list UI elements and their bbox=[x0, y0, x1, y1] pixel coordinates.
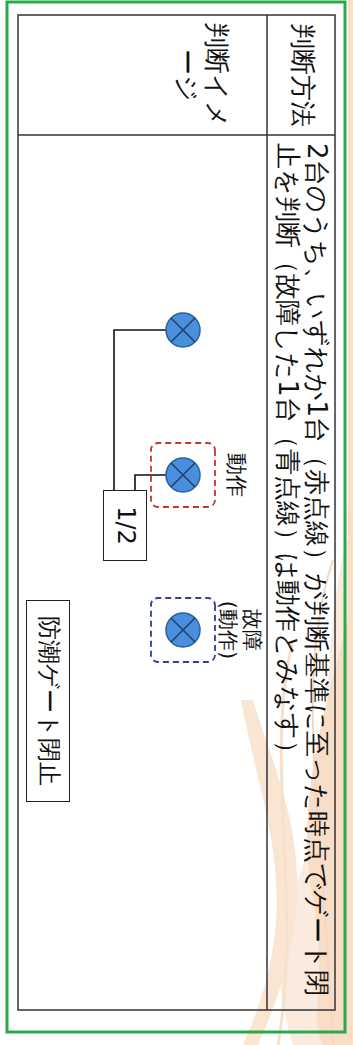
vote-logic-box: 1/2 bbox=[103, 490, 147, 561]
box-text: 1/2 bbox=[111, 506, 139, 545]
red-dashed-box bbox=[151, 443, 215, 507]
label-text: 判断方法 bbox=[287, 15, 317, 135]
box-text: 防潮ゲート閉止 bbox=[34, 616, 62, 786]
label-text: 故障(動作) bbox=[216, 596, 263, 664]
status-label: 故障(動作) bbox=[216, 596, 263, 664]
column-rule bbox=[18, 134, 335, 136]
table-grid bbox=[18, 15, 335, 1010]
label-text: 動作 bbox=[224, 435, 249, 515]
sensor-symbol bbox=[166, 458, 200, 492]
gate-close-box: 防潮ゲート閉止 bbox=[26, 600, 70, 802]
table-header: 判断イメージ bbox=[171, 15, 231, 135]
sensor-symbols bbox=[166, 313, 200, 647]
green-frame bbox=[7, 2, 345, 1032]
blue-dashed-box bbox=[151, 598, 215, 662]
decor-waves bbox=[241, 0, 353, 1045]
edge-stripe bbox=[348, 0, 353, 1045]
row-rule bbox=[266, 15, 268, 1010]
table-cell: 2台のうち、いずれか1台（赤点線）が判断基準に至った時点でゲート閉止を判断（故障… bbox=[273, 143, 331, 1005]
label-text: 判断イメージ bbox=[171, 15, 231, 135]
table-border bbox=[18, 15, 335, 1010]
sensor-symbol bbox=[166, 613, 200, 647]
wire bbox=[114, 330, 166, 490]
sensor-symbol bbox=[166, 313, 200, 347]
status-label: 動作 bbox=[224, 435, 249, 515]
label-text: 2台のうち、いずれか1台（赤点線）が判断基準に至った時点でゲート閉止を判断（故障… bbox=[273, 143, 331, 1005]
table-header: 判断方法 bbox=[287, 15, 317, 135]
sensor-wires bbox=[114, 330, 166, 490]
